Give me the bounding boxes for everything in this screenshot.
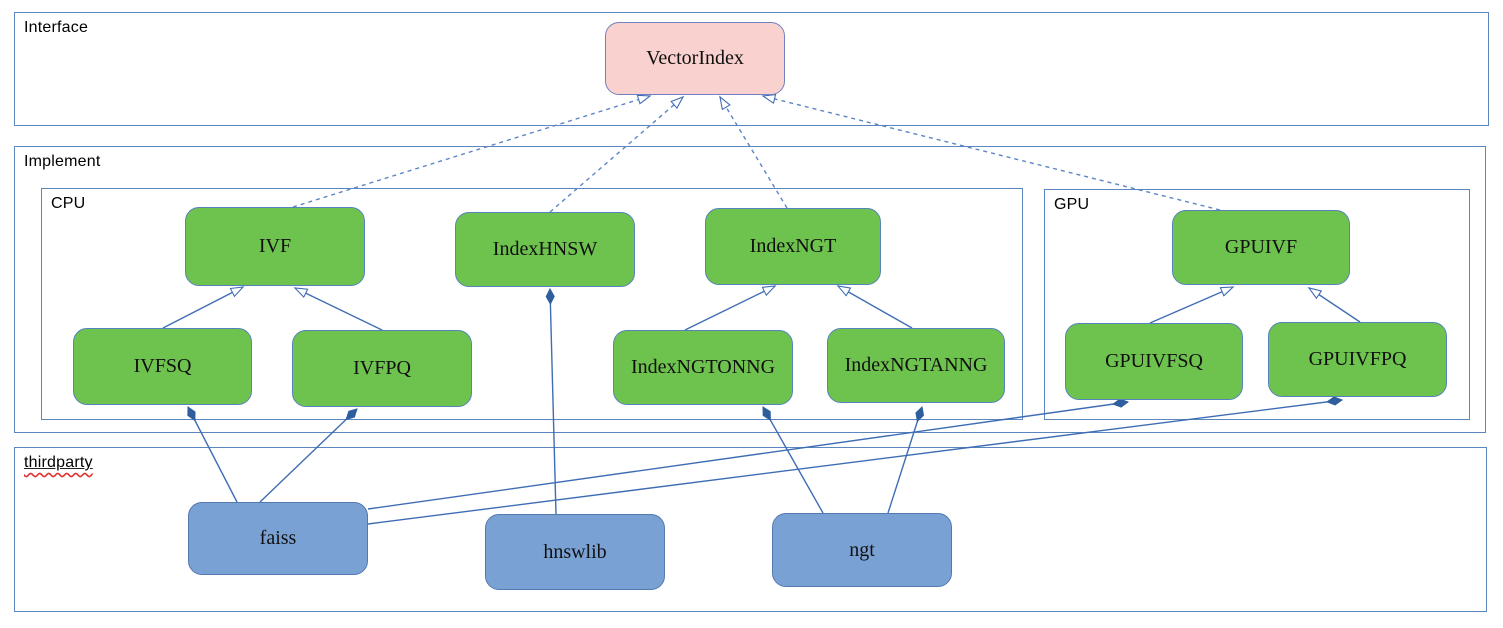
node-faiss-label: faiss bbox=[259, 527, 297, 549]
node-indexhnsw-label: IndexHNSW bbox=[492, 238, 598, 260]
node-gpuivfpq-label: GPUIVFPQ bbox=[1308, 348, 1407, 370]
node-gpuivf-label: GPUIVF bbox=[1224, 236, 1298, 258]
node-gpuivf: GPUIVF bbox=[1172, 210, 1350, 285]
section-interface-label: Interface bbox=[24, 19, 89, 36]
node-indexngtanng: IndexNGTANNG bbox=[827, 328, 1005, 403]
node-indexngtanng-label: IndexNGTANNG bbox=[844, 354, 988, 376]
section-thirdparty-label-text: thirdparty bbox=[24, 454, 93, 471]
node-ivfpq-label: IVFPQ bbox=[353, 357, 411, 379]
node-indexngt: IndexNGT bbox=[705, 208, 881, 285]
node-ivf-label: IVF bbox=[258, 235, 292, 257]
node-ngt-label: ngt bbox=[849, 538, 875, 561]
section-implement-label: Implement bbox=[24, 153, 101, 170]
node-gpuivfpq: GPUIVFPQ bbox=[1268, 322, 1447, 397]
node-indexngtonng: IndexNGTONNG bbox=[613, 330, 793, 405]
section-thirdparty-label: thirdparty bbox=[24, 454, 93, 472]
node-gpuivfsq: GPUIVFSQ bbox=[1065, 323, 1243, 400]
section-gpu-label: GPU bbox=[1054, 196, 1090, 213]
node-indexhnsw: IndexHNSW bbox=[455, 212, 635, 287]
node-ivfsq-label: IVFSQ bbox=[133, 355, 192, 377]
node-ivfsq: IVFSQ bbox=[73, 328, 252, 405]
node-ivf: IVF bbox=[185, 207, 365, 286]
node-hnswlib: hnswlib bbox=[485, 514, 665, 590]
node-indexngt-label: IndexNGT bbox=[749, 235, 837, 257]
node-ngt: ngt bbox=[772, 513, 952, 587]
node-hnswlib-label: hnswlib bbox=[543, 540, 607, 563]
node-gpuivfsq-label: GPUIVFSQ bbox=[1105, 350, 1203, 372]
node-indexngtonng-label: IndexNGTONNG bbox=[630, 356, 776, 378]
node-vectorindex-label: VectorIndex bbox=[646, 47, 744, 69]
node-ivfpq: IVFPQ bbox=[292, 330, 472, 407]
node-faiss: faiss bbox=[188, 502, 368, 575]
node-vectorindex: VectorIndex bbox=[605, 22, 785, 95]
section-cpu-label: CPU bbox=[51, 195, 86, 212]
